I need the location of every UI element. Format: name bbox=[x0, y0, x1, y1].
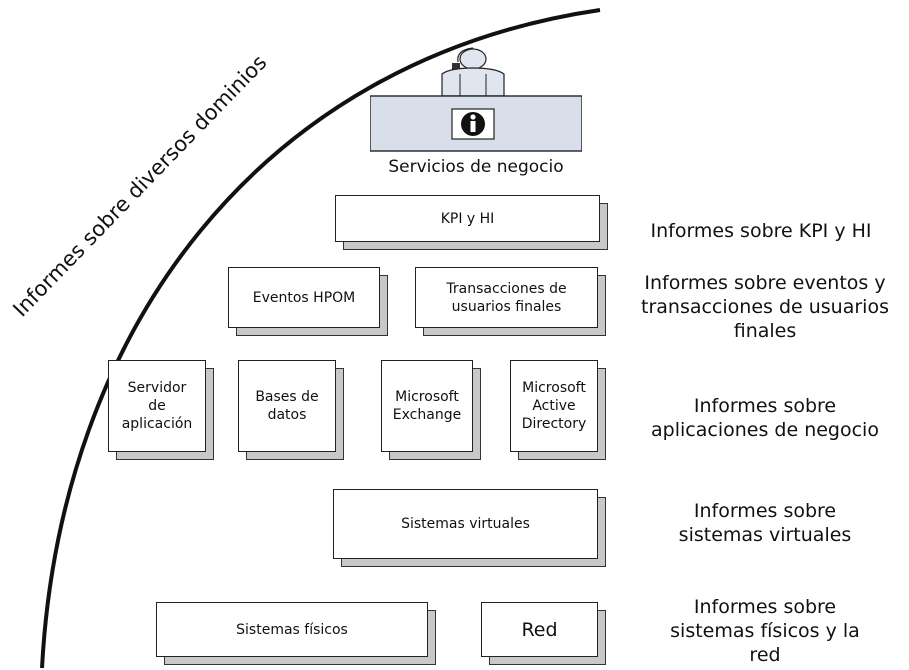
business-services-illustration bbox=[370, 47, 582, 152]
label-fisicos-line-2: sistemas físicos y la bbox=[670, 620, 860, 642]
label-informes-kpi-hi-text: Informes sobre KPI y HI bbox=[650, 220, 872, 242]
label-aplicaciones-line-2: aplicaciones de negocio bbox=[651, 419, 879, 441]
label-aplicaciones-line-1: Informes sobre bbox=[693, 395, 837, 417]
box-sistemas-fisicos: Sistemas físicos bbox=[156, 602, 428, 657]
box-sistemas-fisicos-label: Sistemas físicos bbox=[236, 621, 348, 638]
box-servidor-line-2: de bbox=[148, 398, 166, 414]
box-servidor-line-3: aplicación bbox=[121, 416, 193, 432]
label-informes-virtuales: Informes sobre sistemas virtuales bbox=[622, 499, 908, 547]
box-microsoft-exchange: Microsoft Exchange bbox=[381, 360, 473, 452]
box-bases-line-1: Bases de bbox=[255, 389, 319, 405]
box-bases-datos: Bases de datos bbox=[238, 360, 336, 452]
box-servidor-line-1: Servidor bbox=[127, 380, 187, 396]
info-icon bbox=[451, 108, 495, 140]
label-eventos-line-3: finales bbox=[733, 320, 797, 342]
box-sistemas-virtuales: Sistemas virtuales bbox=[333, 489, 598, 559]
box-transacciones-line-1: Transacciones de bbox=[446, 280, 567, 297]
label-informes-fisicos: Informes sobre sistemas físicos y la red bbox=[622, 595, 908, 667]
box-sistemas-virtuales-label: Sistemas virtuales bbox=[401, 516, 530, 532]
box-ad-line-1: Microsoft bbox=[522, 380, 586, 396]
user-headset-icon bbox=[441, 47, 505, 97]
box-kpi-hi: KPI y HI bbox=[335, 195, 600, 242]
label-informes-eventos: Informes sobre eventos y transacciones d… bbox=[622, 271, 908, 343]
box-servidor-aplicacion: Servidor de aplicación bbox=[108, 360, 206, 452]
box-ad-line-3: Directory bbox=[521, 416, 587, 432]
label-informes-aplicaciones: Informes sobre aplicaciones de negocio bbox=[622, 394, 908, 442]
label-informes-kpi-hi: Informes sobre KPI y HI bbox=[626, 219, 896, 243]
box-bases-line-2: datos bbox=[267, 407, 307, 423]
business-services-title: Servicios de negocio bbox=[388, 157, 564, 177]
box-ad-line-2: Active bbox=[532, 398, 576, 414]
box-exchange-line-1: Microsoft bbox=[395, 389, 459, 405]
label-fisicos-line-1: Informes sobre bbox=[693, 596, 837, 618]
label-eventos-line-1: Informes sobre eventos y bbox=[644, 272, 886, 294]
label-virtuales-line-1: Informes sobre bbox=[693, 500, 837, 522]
label-virtuales-line-2: sistemas virtuales bbox=[678, 524, 852, 546]
box-microsoft-active-directory: Microsoft Active Directory bbox=[510, 360, 598, 452]
box-kpi-hi-label: KPI y HI bbox=[440, 210, 495, 227]
label-eventos-line-2: transacciones de usuarios bbox=[641, 296, 889, 318]
box-eventos-hpom-label: Eventos HPOM bbox=[252, 289, 356, 306]
label-fisicos-line-3: red bbox=[749, 644, 781, 666]
box-exchange-line-2: Exchange bbox=[392, 407, 462, 423]
box-eventos-hpom: Eventos HPOM bbox=[228, 267, 380, 328]
box-transacciones-line-2: usuarios finales bbox=[451, 298, 562, 315]
box-red: Red bbox=[481, 602, 598, 657]
box-red-label: Red bbox=[521, 618, 558, 641]
box-transacciones-usuarios: Transacciones de usuarios finales bbox=[415, 267, 598, 328]
